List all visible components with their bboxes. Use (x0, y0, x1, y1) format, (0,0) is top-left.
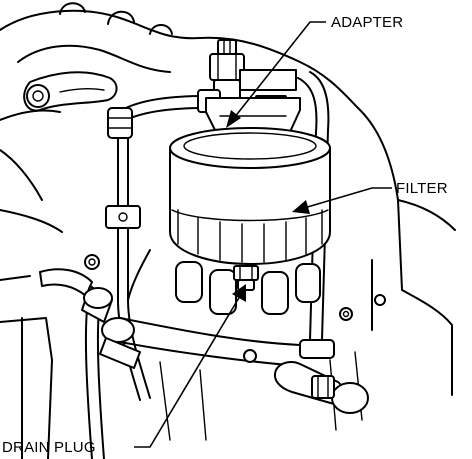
line-clamp (105, 205, 141, 229)
adapter-leader (226, 21, 326, 128)
adapter-label: ADAPTER (331, 14, 403, 31)
filter-leader (292, 187, 392, 214)
left-fitting (107, 107, 133, 139)
fuel-lines (84, 71, 330, 459)
lower-left-connector (39, 268, 141, 369)
drain-plug-leader (134, 284, 246, 448)
filter-label: FILTER (396, 180, 448, 197)
lever-arm (23, 71, 118, 112)
lower-right-fitting (274, 339, 369, 414)
engine-block-outline (0, 2, 456, 459)
drain-plug-label: DRAIN PLUG (2, 439, 96, 456)
fuel-filter-canister (169, 127, 331, 265)
injector-pods (175, 261, 321, 315)
